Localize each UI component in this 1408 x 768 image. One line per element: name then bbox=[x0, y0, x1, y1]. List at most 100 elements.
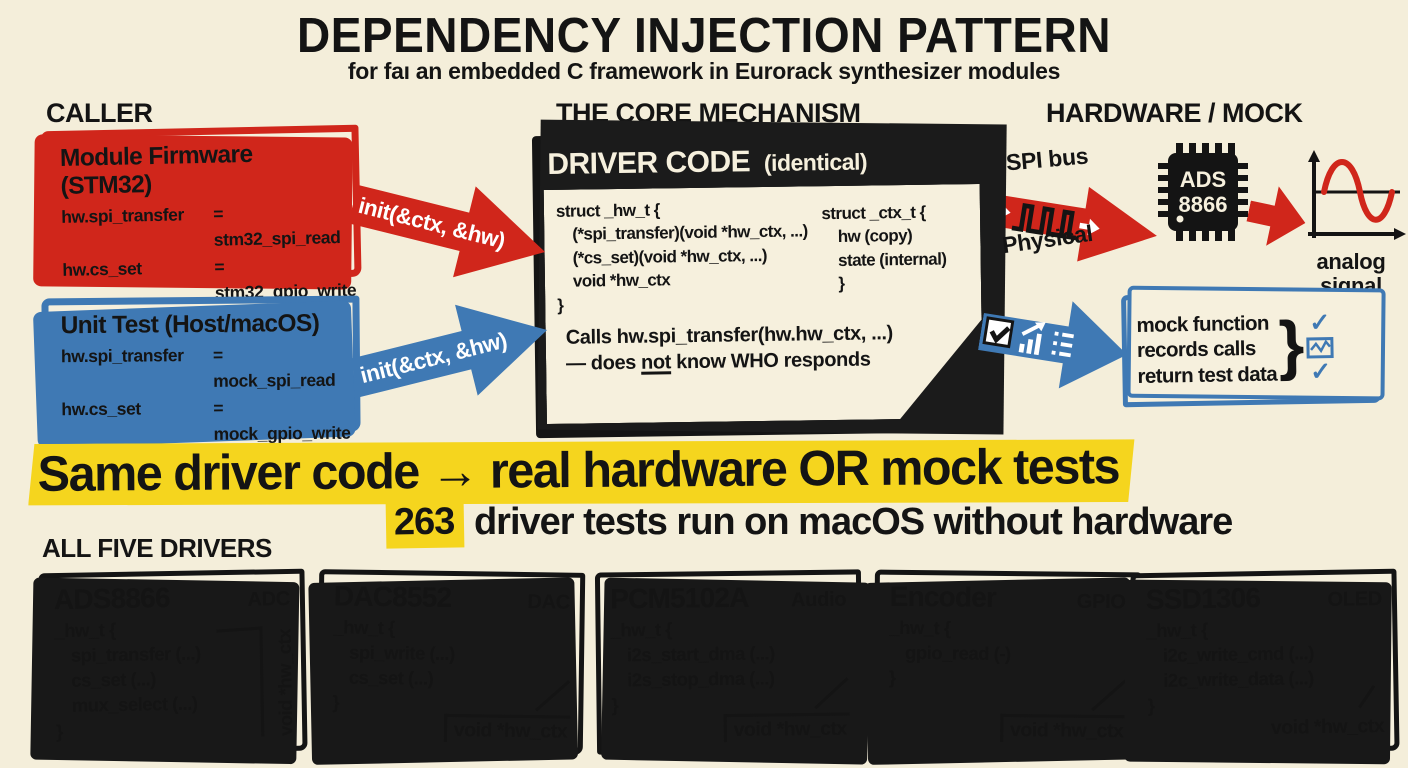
code-line: cs_set (...) bbox=[71, 668, 156, 692]
takeaway-headline: Same driver code → real hardware OR mock… bbox=[28, 440, 1135, 506]
hw-ctx-label: void *hw_ctx bbox=[999, 713, 1127, 744]
spi-bus-label: SPI bus bbox=[1004, 142, 1090, 176]
driver-card-dac8552: DAC8552 DAC _hw_t { spi_write (...) cs_se… bbox=[316, 569, 586, 755]
check-icon: ✓ bbox=[1310, 357, 1332, 386]
code-line: state (internal) bbox=[837, 249, 947, 270]
hw-ctx-label: void *hw_ctx bbox=[443, 713, 571, 744]
svg-text:8866: 8866 bbox=[1179, 192, 1228, 217]
firmware-code-line: hw.spi_transfer = stm32_spi_read bbox=[61, 198, 342, 256]
unit-test-code-line: hw.spi_transfer = mock_spi_read bbox=[61, 341, 341, 396]
note-underlined-word: not bbox=[640, 351, 672, 374]
driver-tag: ADC bbox=[247, 587, 291, 611]
code-line: struct _hw_t { bbox=[555, 200, 660, 221]
svg-text:ADS: ADS bbox=[1180, 167, 1226, 192]
driver-code-title: DRIVER CODE bbox=[547, 145, 751, 181]
test-count-badge: 263 bbox=[385, 500, 465, 549]
mock-result-text: mock function records calls return test … bbox=[1136, 310, 1277, 389]
code-line: void *hw_ctx bbox=[572, 270, 671, 292]
code-line: cs_set (...) bbox=[348, 666, 434, 690]
driver-code: _hw_t { gpio_read (-) } bbox=[889, 615, 1126, 693]
code-lhs: hw.spi_transfer bbox=[60, 345, 184, 367]
driver-code-panel: struct _hw_t { (*spi_transfer)(void *hw_… bbox=[544, 184, 983, 424]
code-line: _hw_t { bbox=[333, 616, 395, 639]
driver-code-identical: (identical) bbox=[763, 148, 868, 176]
driver-card-ads8866: ADS8866 ADC _hw_t { spi_transfer (...) cs… bbox=[38, 568, 308, 756]
waveform-check-icon bbox=[1306, 337, 1334, 359]
driver-tag: OLED bbox=[1327, 587, 1383, 611]
check-column: ✓ ✓ bbox=[1306, 308, 1335, 386]
code-rhs: = mock_gpio_write bbox=[213, 397, 351, 444]
unit-test-caller-title: Unit Test (Host/macOS) bbox=[60, 309, 320, 340]
driver-card-pcm5102a: PCM5102A Audio _hw_t { i2s_start_dma (...… bbox=[594, 569, 864, 755]
driver-tag: DAC bbox=[527, 591, 570, 614]
firmware-caller-title: Module Firmware (STM32) bbox=[59, 140, 253, 200]
ctx-struct-code: struct _ctx_t { hw (copy) state (interna… bbox=[821, 194, 947, 313]
driver-code: _hw_t { spi_transfer (...) cs_set (...) … bbox=[54, 615, 246, 744]
mock-result-card: mock function records calls return test … bbox=[1121, 290, 1381, 408]
code-line: i2s_start_dma (...) bbox=[626, 642, 775, 666]
who-responds-line: — does not know WHO responds bbox=[566, 345, 972, 377]
driver-code: _hw_t { spi_write (...) cs_set (...) } bbox=[332, 614, 569, 718]
code-line: _hw_t { bbox=[889, 616, 951, 639]
code-line: struct _ctx_t { bbox=[821, 202, 926, 224]
hw-ctx-label: void *hw_ctx bbox=[1270, 714, 1385, 739]
code-line: } bbox=[888, 667, 896, 689]
mock-line: return test data bbox=[1137, 362, 1278, 388]
hardware-mock-heading: HARDWARE / MOCK bbox=[1046, 98, 1303, 128]
subline-text: driver tests run on macOS without hardwa… bbox=[464, 501, 1233, 543]
driver-name: DAC8552 bbox=[333, 580, 452, 613]
ads8866-chip-icon: ADS 8866 bbox=[1158, 143, 1248, 241]
code-line: spi_write (...) bbox=[348, 641, 455, 665]
code-line: } bbox=[557, 295, 564, 315]
init-arrow-unit-test: init(&ctx, &hw) bbox=[342, 280, 559, 429]
code-line: (*spi_transfer)(void *hw_ctx, ...) bbox=[572, 221, 808, 245]
code-line: } bbox=[1147, 695, 1155, 717]
mock-line: records calls bbox=[1136, 337, 1256, 363]
driver-code-header: DRIVER CODE (identical) bbox=[543, 138, 980, 190]
code-rhs: = stm32_spi_read bbox=[212, 203, 341, 250]
code-line: spi_transfer (...) bbox=[70, 642, 201, 666]
note-suffix: know WHO responds bbox=[670, 348, 871, 374]
mock-line: mock function bbox=[1136, 311, 1270, 337]
driver-name: SSD1306 bbox=[1145, 582, 1261, 616]
check-icon: ✓ bbox=[1309, 308, 1331, 337]
driver-name: PCM5102A bbox=[610, 581, 749, 615]
code-line: } bbox=[56, 720, 64, 742]
driver-name: Encoder bbox=[889, 580, 997, 613]
firmware-caller-card: Module Firmware (STM32) hw.spi_transfer =… bbox=[40, 124, 362, 332]
driver-tag: GPIO bbox=[1076, 590, 1126, 614]
checkbox-icon bbox=[982, 316, 1015, 349]
analog-label-line: analog bbox=[1316, 249, 1386, 274]
driver-card-ssd1306: SSD1306 OLED _hw_t { i2c_write_cmd (...) … bbox=[1130, 568, 1400, 756]
mock-path-arrow bbox=[973, 283, 1135, 403]
driver-card-encoder: Encoder GPIO _hw_t { gpio_read (-) } void… bbox=[873, 569, 1141, 755]
calls-note: Calls hw.spi_transfer(hw.hw_ctx, ...) — … bbox=[558, 319, 973, 377]
code-line: hw (copy) bbox=[837, 226, 913, 247]
hw-struct-code: struct _hw_t { (*spi_transfer)(void *hw_… bbox=[556, 196, 809, 317]
unit-test-caller-card: Unit Test (Host/macOS) hw.spi_transfer = … bbox=[41, 295, 361, 496]
code-line: _hw_t { bbox=[610, 618, 673, 641]
page-subtitle: for faı an embedded C framework in Euror… bbox=[347, 58, 1061, 84]
driver-code: _hw_t { i2c_write_cmd (...) i2c_write_da… bbox=[1146, 614, 1384, 719]
code-line: } bbox=[838, 274, 845, 294]
code-line: i2s_stop_dma (...) bbox=[627, 667, 775, 691]
takeaway-subline: 263 driver tests run on macOS without ha… bbox=[385, 500, 1233, 549]
code-rhs: = mock_spi_read bbox=[212, 344, 336, 392]
init-arrow-firmware: init(&ctx, &hw) bbox=[340, 154, 557, 303]
code-line: (*cs_set)(void *hw_ctx, ...) bbox=[572, 245, 768, 268]
brace-glyph: } bbox=[1277, 307, 1305, 382]
driver-name: ADS8866 bbox=[53, 582, 170, 616]
analog-signal-chart-icon bbox=[1308, 150, 1406, 240]
code-line: gpio_read (-) bbox=[904, 642, 1011, 665]
hw-ctx-label: void *hw_ctx bbox=[273, 628, 297, 737]
test-icons bbox=[982, 316, 1074, 358]
driver-code-card: DRIVER CODE (identical) struct _hw_t { (… bbox=[531, 129, 995, 439]
driver-code: _hw_t { i2s_start_dma (...) i2s_stop_dma… bbox=[610, 615, 847, 719]
note-prefix: — does bbox=[565, 351, 642, 376]
all-five-drivers-heading: ALL FIVE DRIVERS bbox=[42, 533, 272, 563]
code-line: mux_select (...) bbox=[71, 693, 198, 717]
page-title: DEPENDENCY INJECTION PATTERN bbox=[297, 7, 1111, 63]
code-lhs: hw.spi_transfer bbox=[61, 204, 185, 227]
driver-tag: Audio bbox=[790, 588, 847, 612]
